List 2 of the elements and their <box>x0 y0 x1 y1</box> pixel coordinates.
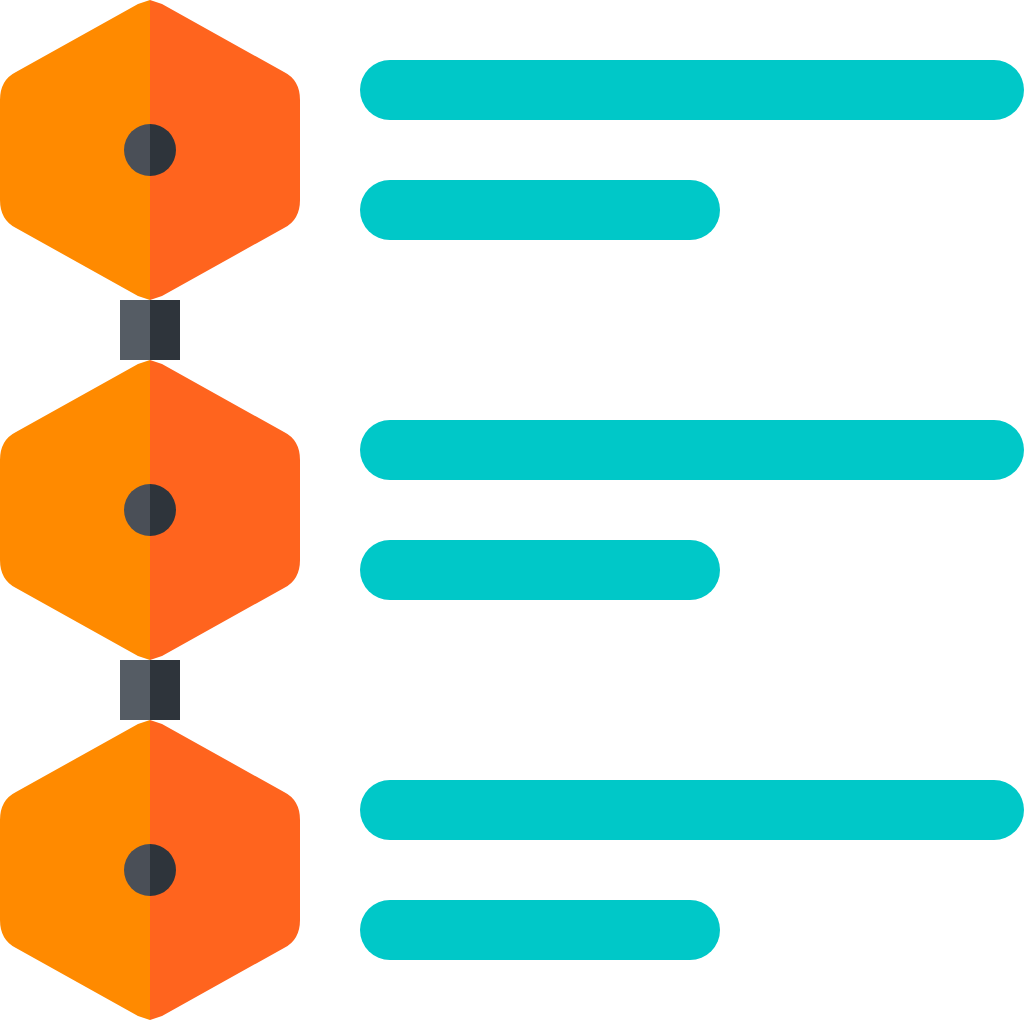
connector-bar <box>120 300 180 360</box>
connector-bar <box>120 660 180 720</box>
